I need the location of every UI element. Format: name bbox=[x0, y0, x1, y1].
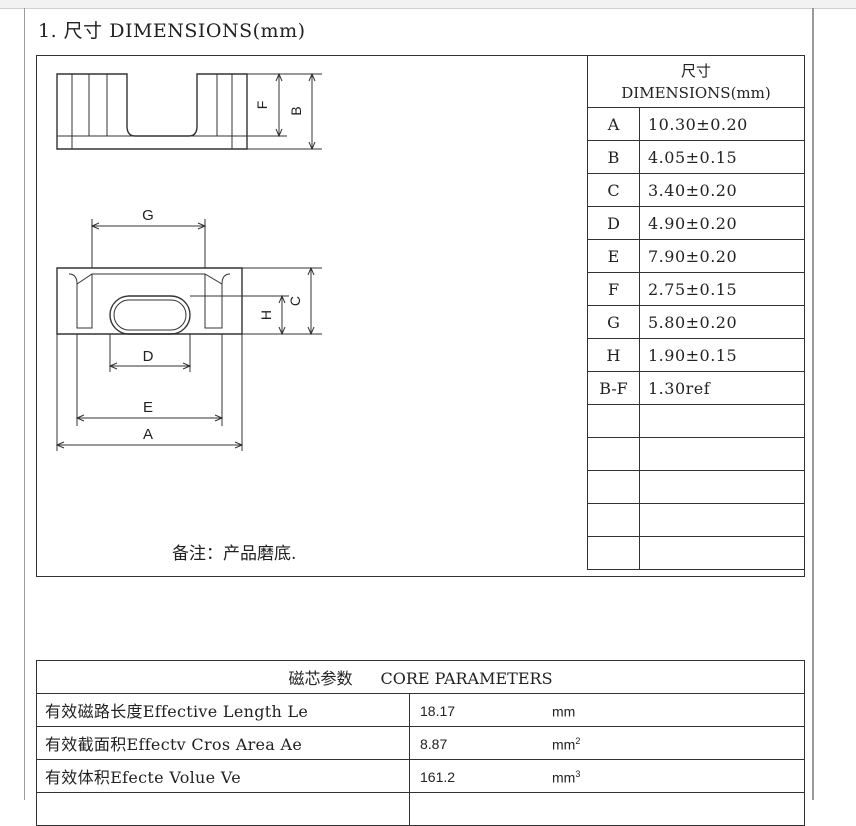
dim-value: 1.30ref bbox=[639, 371, 805, 405]
table-row bbox=[587, 404, 805, 438]
label-H: H bbox=[258, 310, 274, 320]
param-unit: mm3 bbox=[552, 769, 581, 786]
page-border-right bbox=[812, 8, 814, 800]
label-D: D bbox=[143, 348, 154, 365]
param-name: 有效体积Efecte Volue Ve bbox=[36, 759, 410, 793]
core-parameters-header-row: 磁芯参数 CORE PARAMETERS bbox=[36, 660, 805, 694]
param-name: 有效截面积Effectv Cros Area Ae bbox=[36, 726, 410, 760]
drawing-note: 备注：产品磨底. bbox=[172, 544, 297, 564]
core-parameters-title: 磁芯参数 CORE PARAMETERS bbox=[36, 660, 805, 694]
dim-label bbox=[587, 437, 640, 471]
dim-value: 10.30±0.20 bbox=[639, 107, 805, 141]
table-row bbox=[587, 437, 805, 471]
dimension-drawing-box: F B bbox=[36, 55, 805, 577]
param-unit: mm bbox=[552, 703, 576, 720]
param-value: 18.17 bbox=[420, 703, 456, 719]
table-row: 有效截面积Effectv Cros Area Ae 8.87 mm2 bbox=[36, 726, 805, 760]
table-row bbox=[36, 792, 805, 826]
dim-label: G bbox=[587, 305, 640, 339]
dim-value bbox=[639, 404, 805, 438]
dim-value: 3.40±0.20 bbox=[639, 173, 805, 207]
dim-label: D bbox=[587, 206, 640, 240]
dim-label: E bbox=[587, 239, 640, 273]
label-B: B bbox=[288, 106, 304, 115]
param-value-cell: 18.17 mm bbox=[409, 693, 805, 727]
section-title: 1. 尺寸 DIMENSIONS(mm) bbox=[38, 20, 306, 42]
top-view bbox=[56, 72, 322, 151]
param-name: 有效磁路长度Effective Length Le bbox=[36, 693, 410, 727]
table-row bbox=[587, 503, 805, 537]
table-row: 有效体积Efecte Volue Ve 161.2 mm3 bbox=[36, 759, 805, 793]
dim-label: H bbox=[587, 338, 640, 372]
label-C: C bbox=[287, 296, 303, 306]
dim-label: A bbox=[587, 107, 640, 141]
dim-label bbox=[587, 536, 640, 570]
dim-value: 4.05±0.15 bbox=[639, 140, 805, 174]
header-en: DIMENSIONS(mm) bbox=[621, 83, 771, 102]
param-value-cell bbox=[409, 792, 805, 826]
dim-value bbox=[639, 503, 805, 537]
front-view bbox=[55, 219, 322, 451]
table-row: 有效磁路长度Effective Length Le 18.17 mm bbox=[36, 693, 805, 727]
core-drawing: F B bbox=[55, 72, 322, 451]
dim-value: 1.90±0.15 bbox=[639, 338, 805, 372]
param-value-cell: 8.87 mm2 bbox=[409, 726, 805, 760]
label-F: F bbox=[254, 101, 270, 110]
dim-value: 2.75±0.15 bbox=[639, 272, 805, 306]
param-value: 8.87 bbox=[420, 736, 448, 752]
header-cn: 尺寸 bbox=[680, 61, 711, 80]
page-top-strip bbox=[0, 0, 856, 9]
dim-value bbox=[639, 437, 805, 471]
dimensions-table-header-row: 尺寸 DIMENSIONS(mm) bbox=[587, 55, 805, 108]
dim-label: F bbox=[587, 272, 640, 306]
label-A: A bbox=[143, 426, 153, 443]
dim-label: B bbox=[587, 140, 640, 174]
dimensions-table-header: 尺寸 DIMENSIONS(mm) bbox=[587, 55, 805, 108]
dim-label bbox=[587, 404, 640, 438]
core-parameters-table: 磁芯参数 CORE PARAMETERS 有效磁路长度Effective Leng… bbox=[36, 660, 805, 826]
label-G: G bbox=[142, 207, 154, 224]
param-unit: mm2 bbox=[552, 736, 581, 753]
dim-label: C bbox=[587, 173, 640, 207]
dim-value: 5.80±0.20 bbox=[639, 305, 805, 339]
param-value: 161.2 bbox=[420, 769, 456, 785]
dim-value bbox=[639, 536, 805, 570]
table-row bbox=[587, 470, 805, 504]
label-E: E bbox=[143, 399, 153, 416]
param-value-cell: 161.2 mm3 bbox=[409, 759, 805, 793]
dim-value: 7.90±0.20 bbox=[639, 239, 805, 273]
page-border-left bbox=[24, 8, 25, 800]
dim-value bbox=[639, 470, 805, 504]
dim-label: B-F bbox=[587, 371, 640, 405]
core-title-cn: 磁芯参数 bbox=[288, 669, 353, 688]
dim-value: 4.90±0.20 bbox=[639, 206, 805, 240]
param-name bbox=[36, 792, 410, 826]
dim-label bbox=[587, 470, 640, 504]
core-title-en: CORE PARAMETERS bbox=[380, 669, 553, 688]
table-row bbox=[587, 536, 805, 570]
dim-label bbox=[587, 503, 640, 537]
